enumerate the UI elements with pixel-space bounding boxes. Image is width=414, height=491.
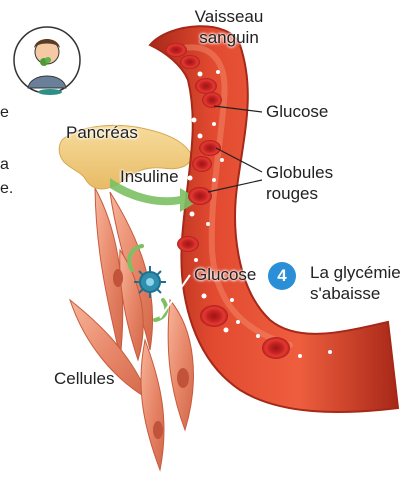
red-cells-label: Globules rouges	[266, 162, 333, 204]
glucose-mid-label: Glucose	[194, 264, 256, 285]
muscle-cells	[70, 188, 193, 470]
cells-label: Cellules	[54, 368, 114, 389]
cropped-fragment: e.	[0, 178, 13, 199]
red-blood-cell	[180, 55, 200, 69]
step-text-line1: La glycémie	[310, 263, 401, 282]
step-number-badge: 4	[268, 262, 296, 290]
red-blood-cell	[262, 337, 290, 359]
vessel-label-line1: Vaisseau	[195, 7, 264, 26]
red-blood-cell	[188, 187, 212, 205]
person-eating-broccoli-icon	[14, 27, 80, 95]
red-blood-cell	[192, 156, 212, 172]
cell-nucleus	[177, 368, 189, 388]
red-blood-cell	[202, 92, 222, 108]
red-blood-cell	[199, 140, 221, 156]
red-blood-cell	[177, 236, 199, 252]
insulin-label: Insuline	[120, 166, 179, 187]
cropped-fragment: e	[0, 102, 9, 123]
red-cells-label-line1: Globules	[266, 163, 333, 182]
red-blood-cell	[200, 305, 228, 327]
step-text: La glycémie s'abaisse	[310, 262, 401, 304]
vessel-label-line2: sanguin	[199, 28, 259, 47]
cropped-fragment: a	[0, 154, 9, 175]
cell-nucleus	[153, 421, 163, 439]
step-text-line2: s'abaisse	[310, 284, 380, 303]
red-cells-label-line2: rouges	[266, 184, 318, 203]
red-blood-cell	[195, 78, 217, 94]
pancreas-label: Pancréas	[66, 122, 138, 143]
vessel-label: Vaisseau sanguin	[184, 6, 274, 48]
cell-nucleus	[113, 269, 123, 287]
glucose-top-label: Glucose	[266, 101, 328, 122]
muscle-cell	[141, 340, 164, 470]
